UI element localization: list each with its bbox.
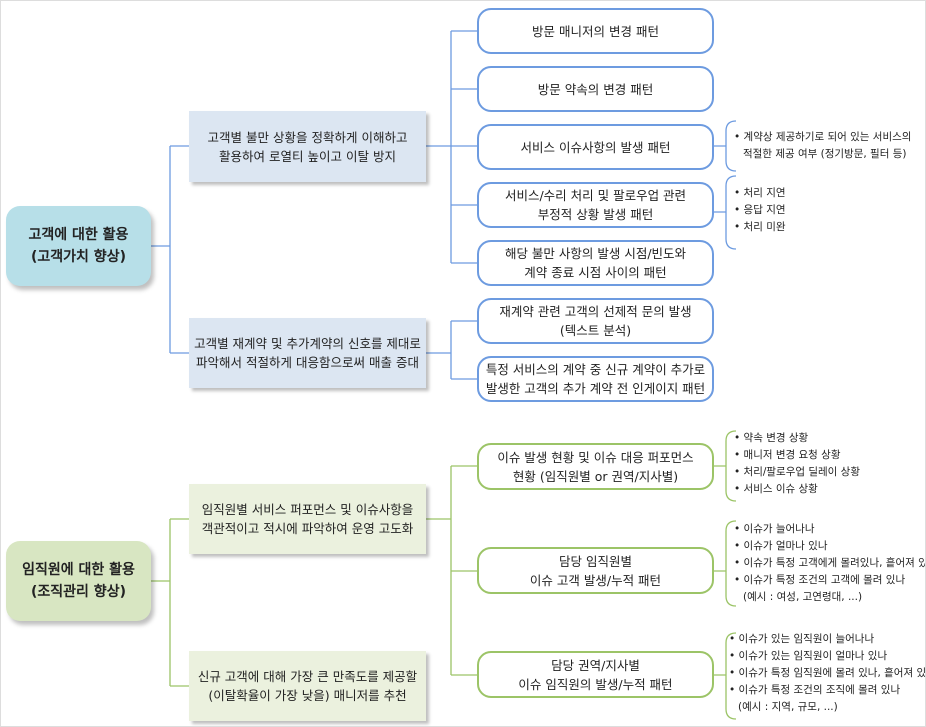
note-item: 계약상 제공하기로 되어 있는 서비스의	[734, 129, 912, 146]
customer-leaf-node: 서비스 이슈사항의 발생 패턴	[477, 124, 714, 170]
note-item: 처리 지연	[734, 185, 786, 202]
note-item: 이슈가 얼마나 있나	[734, 538, 925, 555]
note-subtext: (예시 : 여성, 고연령대, ...)	[743, 591, 863, 603]
note-item: 서비스 이슈 상황	[734, 481, 860, 498]
employee-note-list: 약속 변경 상황 매니저 변경 요청 상황 처리/팔로우업 딜레이 상황 서비스…	[734, 430, 860, 498]
employee-root-node: 임직원에 대한 활용 (조직관리 향상)	[6, 541, 151, 621]
employee-leaf-node: 담당 권역/지사별 이슈 임직원의 발생/누적 패턴	[477, 651, 714, 698]
customer-leaf-node: 서비스/수리 처리 및 팔로우업 관련 부정적 상황 발생 패턴	[477, 182, 714, 228]
customer-leaf-node: 방문 매니저의 변경 패턴	[477, 8, 714, 54]
customer-leaf-node: 재계약 관련 고객의 선제적 문의 발생 (텍스트 분석)	[477, 298, 714, 344]
note-item: 이슈가 늘어나나	[734, 521, 925, 538]
customer-leaf-node: 방문 약속의 변경 패턴	[477, 66, 714, 112]
note-item: 이슈가 특정 조건의 조직에 몰려 있나	[729, 682, 925, 699]
customer-note-list: 계약상 제공하기로 되어 있는 서비스의 적절한 제공 여부 (정기방문, 필터…	[734, 129, 911, 163]
customer-branch-node: 고객별 재계약 및 추가계약의 신호를 제대로 파악해서 적절하게 대응함으로써…	[189, 318, 426, 388]
customer-branch-node: 고객별 불만 상황을 정확하게 이해하고 활용하여 로열티 높이고 이탈 방지	[189, 111, 426, 182]
employee-branch-node: 임직원별 서비스 퍼포먼스 및 이슈사항을 객관적이고 적시에 파악하여 운영 …	[189, 484, 426, 554]
employee-note-list: 이슈가 늘어나나 이슈가 얼마나 있나 이슈가 특정 고객에게 몰려있나, 흩어…	[734, 521, 925, 606]
customer-leaf-node: 특정 서비스의 계약 중 신규 계약이 추가로 발생한 고객의 추가 계약 전 …	[477, 356, 714, 402]
customer-leaf-node: 해당 불만 사항의 발생 시점/빈도와 계약 종료 시점 사이의 패턴	[477, 240, 714, 286]
note-subtext: (예시 : 지역, 규모, ...)	[738, 701, 838, 713]
note-item: 처리/팔로우업 딜레이 상황	[734, 464, 860, 481]
note-subtext: 적절한 제공 여부 (정기방문, 필터 등)	[743, 148, 907, 160]
employee-note-list: 이슈가 있는 임직원이 늘어나나 이슈가 있는 임직원이 얼마나 있나 이슈가 …	[729, 631, 925, 716]
note-item: 이슈가 특정 조건의 고객에 몰려 있나	[734, 572, 925, 589]
note-item: 처리 미완	[734, 219, 786, 236]
employee-branch-node: 신규 고객에 대해 가장 큰 만족도를 제공할 (이탈확율이 가장 낮을) 매니…	[189, 651, 426, 721]
note-item: 응답 지연	[734, 202, 786, 219]
note-item: 매니저 변경 요청 상황	[734, 447, 860, 464]
note-item: 이슈가 특정 고객에게 몰려있나, 흩어져 있나	[734, 555, 925, 572]
employee-leaf-node: 이슈 발생 현황 및 이슈 대응 퍼포먼스 현황 (임직원별 or 권역/지사별…	[477, 443, 714, 490]
employee-leaf-node: 담당 임직원별 이슈 고객 발생/누적 패턴	[477, 547, 714, 594]
note-item: 이슈가 있는 임직원이 늘어나나	[729, 631, 925, 648]
note-item: 이슈가 특정 임직원에 몰려 있나, 흩어져 있나	[729, 665, 925, 682]
note-item: 이슈가 있는 임직원이 얼마나 있나	[729, 648, 925, 665]
customer-root-node: 고객에 대한 활용 (고객가치 향상)	[6, 206, 151, 286]
customer-note-list: 처리 지연 응답 지연 처리 미완	[734, 185, 786, 236]
note-item: 약속 변경 상황	[734, 430, 860, 447]
